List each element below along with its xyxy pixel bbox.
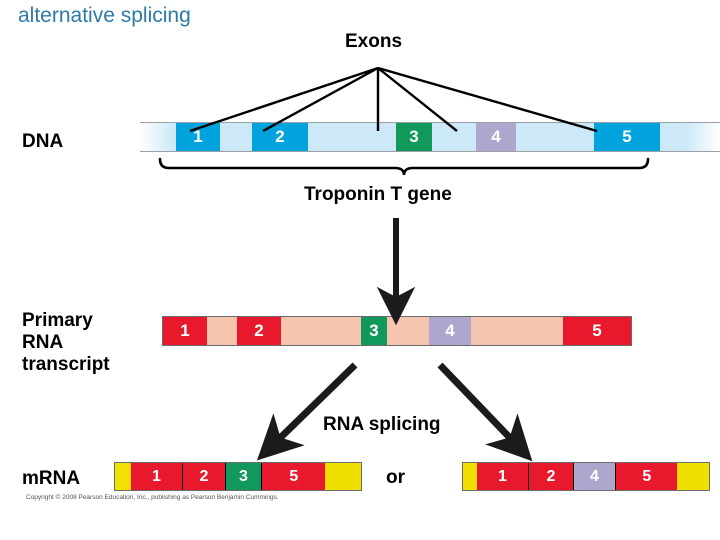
primary-rna-transcript-strand: 1 2 3 4 5 xyxy=(162,316,632,346)
primary-rna-transcript-exon-3: 3 xyxy=(361,317,387,345)
troponin-gene-brace xyxy=(158,157,650,176)
primary-rna-transcript-intron-7 xyxy=(471,317,563,345)
primary-rna-transcript-exon-4: 4 xyxy=(429,317,471,345)
mrna-with-exon-4-exon-2: 2 xyxy=(529,463,574,490)
troponin-t-gene-label: Troponin T gene xyxy=(304,184,452,205)
copyright-notice: Copyright © 2008 Pearson Education, Inc.… xyxy=(26,494,279,501)
primary-rna-transcript-exon-2: 2 xyxy=(237,317,281,345)
dna-label: DNA xyxy=(22,131,64,152)
primary-rna-transcript-intron-3 xyxy=(281,317,361,345)
primary-rna-line-1: Primary xyxy=(22,310,93,331)
rna-splicing-label: RNA splicing xyxy=(323,414,441,435)
mrna-with-exon-3-exon-3: 3 xyxy=(225,463,263,490)
mrna-label: mRNA xyxy=(22,468,81,489)
dna-intron-8 xyxy=(516,123,594,151)
dna-exon-2: 2 xyxy=(252,123,308,151)
exons-label: Exons xyxy=(345,31,403,52)
dna-exon-3: 3 xyxy=(396,123,432,151)
rna-splicing-arrow-right xyxy=(437,362,533,462)
dna-strand: 1 2 3 4 5 xyxy=(140,122,720,152)
primary-rna-line-3: transcript xyxy=(22,354,110,375)
primary-rna-transcript-exon-5: 5 xyxy=(563,317,631,345)
primary-rna-transcript-intron-1 xyxy=(207,317,237,345)
mrna-with-exon-4-exon-4: 4 xyxy=(573,463,617,490)
dna-intron-10 xyxy=(660,123,720,151)
primary-rna-transcript-label: Primary RNA transcript xyxy=(22,310,110,376)
mrna-with-exon-3-cap-5 xyxy=(325,463,361,490)
dna-exon-5: 5 xyxy=(594,123,660,151)
primary-rna-transcript-intron-5 xyxy=(387,317,429,345)
mrna-with-exon-3-cap-0 xyxy=(115,463,131,490)
dna-intron-0 xyxy=(140,123,176,151)
or-label: or xyxy=(386,467,405,488)
dna-exon-1: 1 xyxy=(176,123,220,151)
mrna-with-exon-4-cap-5 xyxy=(677,463,709,490)
dna-intron-4 xyxy=(308,123,396,151)
dna-intron-6 xyxy=(432,123,476,151)
primary-rna-transcript-exon-1: 1 xyxy=(163,317,207,345)
dna-intron-2 xyxy=(220,123,252,151)
dna-exon-4: 4 xyxy=(476,123,516,151)
mrna-with-exon-3-exon-5: 5 xyxy=(262,463,326,490)
slide-title: alternative splicing xyxy=(18,4,191,27)
mrna-with-exon-4-cap-0 xyxy=(463,463,477,490)
mrna-with-exon-3-exon-1: 1 xyxy=(130,463,184,490)
primary-rna-line-2: RNA xyxy=(22,332,64,353)
mrna-with-exon-4-exon-5: 5 xyxy=(616,463,678,490)
mrna-with-exon-4-exon-1: 1 xyxy=(476,463,530,490)
mrna-with-exon-3-exon-2: 2 xyxy=(183,463,226,490)
gene-span-brace xyxy=(158,157,650,176)
